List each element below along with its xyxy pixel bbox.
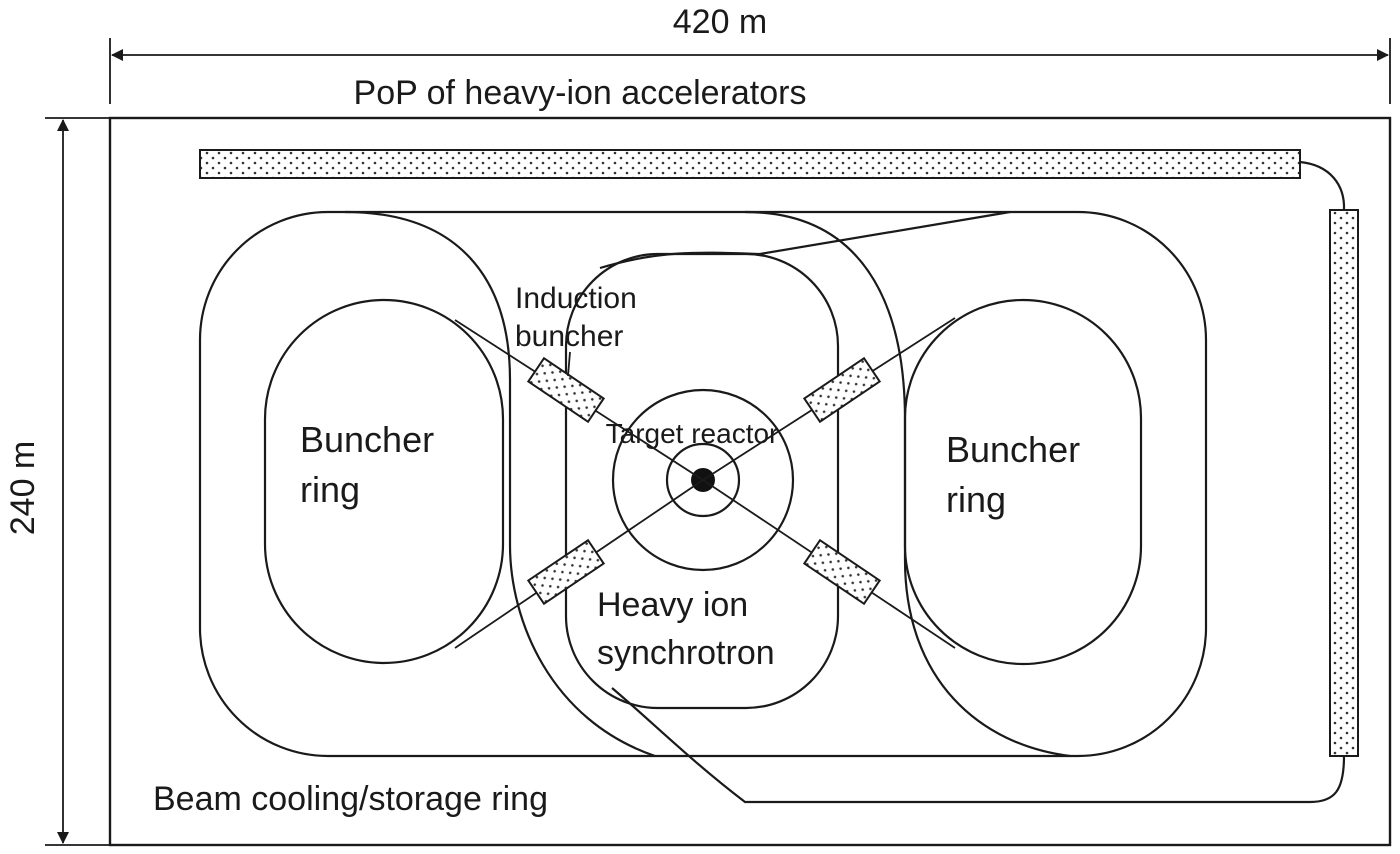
beam-cooling-storage-ring bbox=[198, 210, 1208, 758]
induction-buncher-module bbox=[802, 538, 882, 606]
transfer-line-top-diagonal bbox=[599, 210, 1011, 270]
width-dimension: 420 m bbox=[109, 3, 1391, 104]
induction-buncher-label: Induction buncher bbox=[515, 282, 645, 353]
pop-label: PoP of heavy-ion accelerators bbox=[354, 74, 807, 112]
transfer-line-right-loop bbox=[744, 210, 1071, 758]
transfer-line-bottom-exit bbox=[611, 687, 1346, 804]
horizontal-linac bbox=[199, 149, 1301, 179]
buncher-ring-left bbox=[263, 298, 505, 665]
height-label: 240 m bbox=[4, 441, 42, 536]
transfer-line-left-loop bbox=[344, 210, 656, 758]
cooling-ring-label: Beam cooling/storage ring bbox=[153, 780, 548, 818]
buncher-ring-right bbox=[903, 298, 1143, 666]
induction-buncher-module bbox=[526, 356, 606, 424]
width-label: 420 m bbox=[673, 3, 768, 41]
site-boundary bbox=[108, 116, 1392, 847]
induction-buncher-module bbox=[802, 356, 882, 424]
target-reactor bbox=[611, 388, 795, 572]
linac-connector bbox=[1299, 160, 1346, 211]
buncher-ring-left-label: Buncher ring bbox=[300, 419, 444, 510]
reactor-outer-ring bbox=[611, 388, 795, 572]
vertical-linac bbox=[1329, 209, 1359, 757]
induction-buncher-module bbox=[526, 538, 606, 606]
reactor-middle-ring bbox=[665, 442, 741, 518]
synchrotron-label: Heavy ion synchrotron bbox=[597, 586, 775, 672]
buncher-ring-right-label: Buncher ring bbox=[946, 429, 1090, 520]
height-dimension: 240 m bbox=[4, 117, 110, 846]
induction-buncher-leader bbox=[567, 351, 571, 377]
target-reactor-label: Target reactor bbox=[606, 418, 779, 449]
